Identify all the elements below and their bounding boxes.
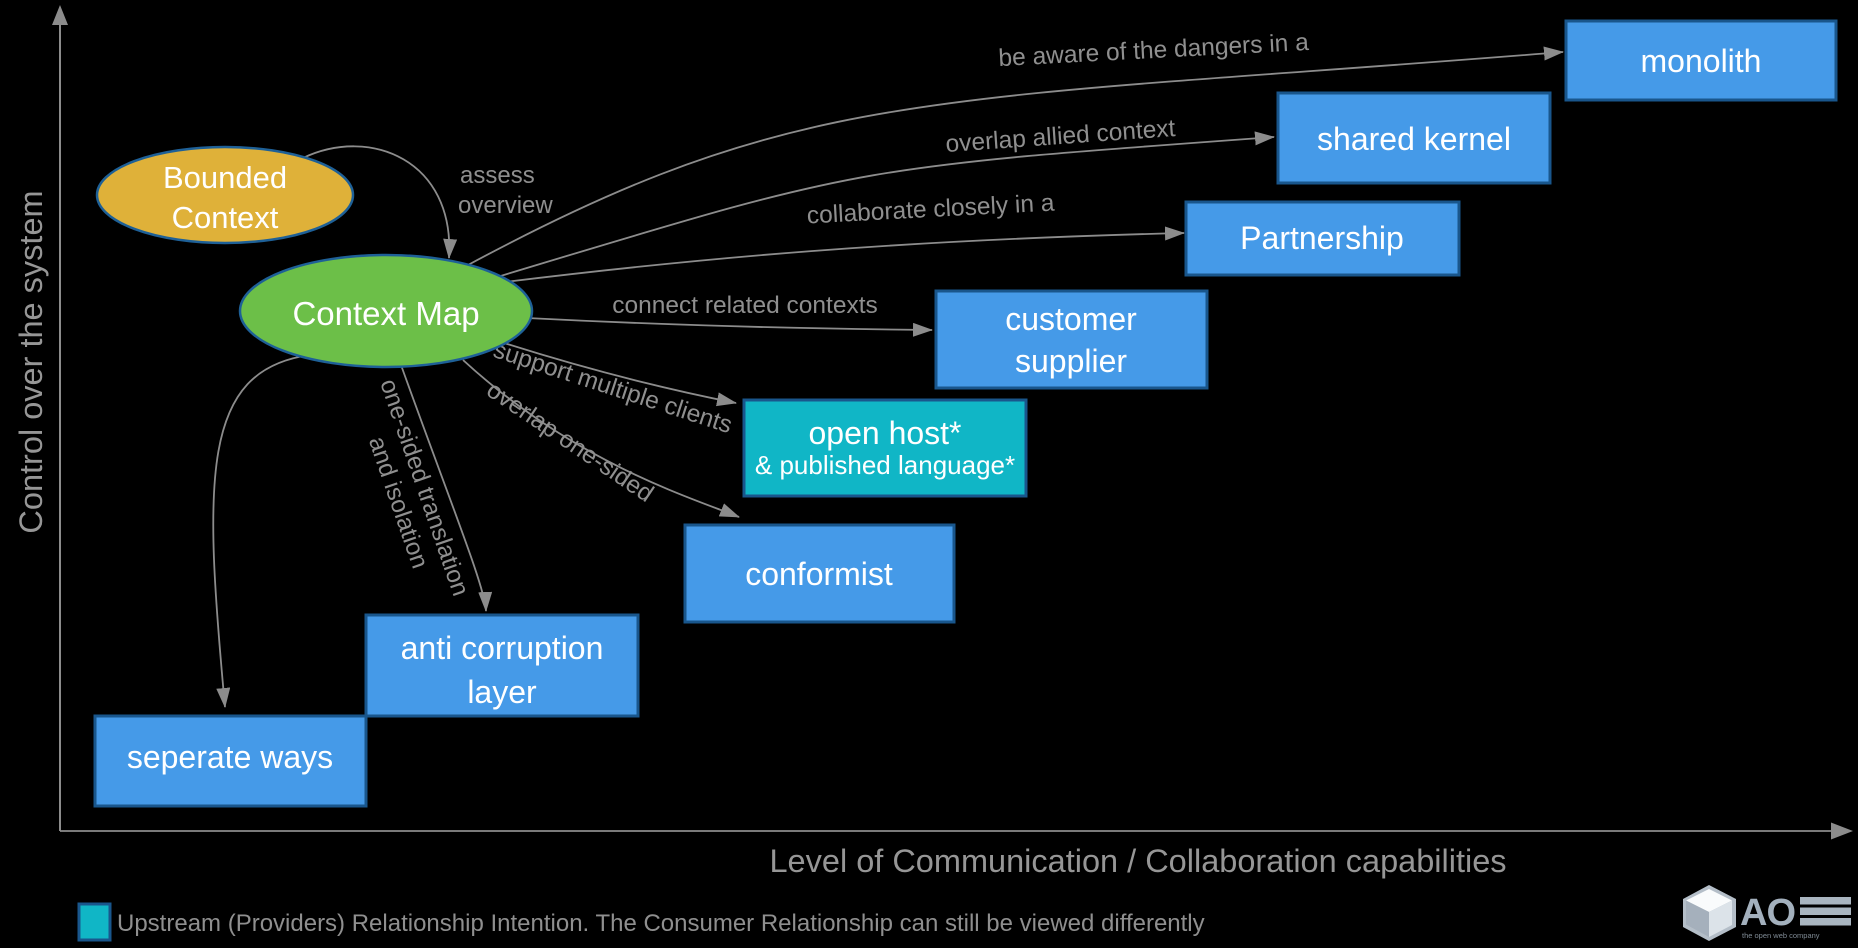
svg-text:Partnership: Partnership xyxy=(1240,220,1404,256)
svg-text:the open web company: the open web company xyxy=(1742,931,1820,940)
svg-text:anti corruption: anti corruption xyxy=(401,630,604,666)
svg-text:Context: Context xyxy=(172,200,279,235)
svg-text:Level of Communication / Colla: Level of Communication / Collaboration c… xyxy=(769,843,1506,879)
svg-text:shared kernel: shared kernel xyxy=(1317,121,1511,157)
svg-text:Bounded: Bounded xyxy=(163,160,287,195)
svg-text:conformist: conformist xyxy=(745,556,893,592)
svg-text:Upstream (Providers) Relations: Upstream (Providers) Relationship Intent… xyxy=(117,910,1205,937)
svg-text:supplier: supplier xyxy=(1015,343,1127,379)
svg-text:monolith: monolith xyxy=(1641,43,1762,79)
svg-text:customer: customer xyxy=(1005,301,1137,337)
svg-text:overview: overview xyxy=(458,192,553,219)
svg-text:Control over the system: Control over the system xyxy=(13,190,49,533)
svg-text:open host*: open host* xyxy=(808,415,961,451)
svg-text:& published language*: & published language* xyxy=(755,450,1015,480)
svg-text:AO: AO xyxy=(1740,892,1795,934)
svg-text:seperate ways: seperate ways xyxy=(127,739,333,775)
svg-text:connect related contexts: connect related contexts xyxy=(612,292,878,319)
svg-text:assess: assess xyxy=(460,162,535,189)
svg-text:layer: layer xyxy=(467,674,537,710)
svg-text:Context Map: Context Map xyxy=(292,295,479,332)
